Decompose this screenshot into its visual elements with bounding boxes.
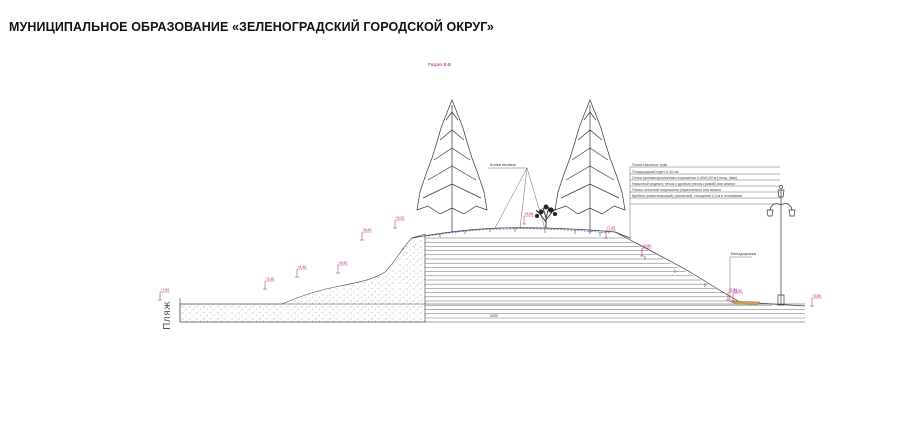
elevation-marker: +7,50 [158, 288, 170, 301]
elevation-marker: +5,90 [336, 261, 348, 274]
elevation-value: +3,10 [266, 277, 275, 281]
elevation-value: +2,80 [813, 294, 822, 298]
elevation-marker: +8,40 [360, 228, 372, 241]
elevation-value: +1,50 [734, 289, 743, 293]
elevation-value: +7,30 [607, 226, 616, 230]
elevation-marker: +1,50 [731, 289, 743, 302]
elevation-value: +8,40 [363, 228, 372, 232]
spruce-tree-left [416, 99, 488, 232]
elevation-marker: +4,30 [295, 265, 307, 278]
svg-text:Посев газонных трав: Посев газонных трав [632, 163, 667, 167]
path-callout [729, 256, 752, 300]
legend-text: Посев газонных трав Плодородный грунт 5-… [632, 163, 742, 198]
stakes-crest [439, 228, 706, 287]
elevation-marker: +7,30 [604, 226, 616, 239]
beach-ground [179, 233, 426, 323]
right-slope-line [614, 231, 806, 307]
dimension-text: 5000 [490, 314, 498, 318]
dune-body-hatching [425, 237, 805, 314]
stakes-callout-label: Колья ивовые [490, 162, 517, 167]
shrub [534, 204, 558, 228]
beach-label: Пляж [162, 301, 173, 330]
elevation-value: +4,30 [298, 265, 307, 269]
svg-text:Насыпной андезит, песок с дроб: Насыпной андезит, песок с дробью (песок-… [632, 182, 736, 186]
elevation-marker: +9,55 [522, 212, 534, 225]
elevation-marker: +2,80 [726, 288, 738, 301]
svg-text:Плиты откосной георешетки (скр: Плиты откосной георешетки (скрепление) и… [632, 188, 722, 192]
svg-text:Сетка противоэрозионная геореш: Сетка противоэрозионная георешетка 0,40х… [632, 176, 737, 180]
elevation-value: +9,20 [396, 216, 405, 220]
elevation-markers: +7,50 +9,20 +8,40 +9,55 +7,30 +6,80 +5,90 +4,30… [158, 212, 822, 307]
svg-text:Щебень (известняковый) гранитн: Щебень (известняковый) гранитный, толщин… [632, 194, 742, 198]
legend-frame [629, 166, 780, 240]
elevation-value: +9,55 [525, 212, 534, 216]
crest-line [411, 227, 631, 239]
spruce-tree-right [554, 99, 626, 234]
path-callout-label: Велодорожка [731, 251, 757, 256]
street-lamp [766, 185, 796, 306]
geotextile-line [427, 228, 611, 237]
elevation-value: +5,90 [339, 261, 348, 265]
elevation-value: +7,50 [161, 288, 170, 292]
svg-text:Плодородный грунт 5-10 см: Плодородный грунт 5-10 см [632, 170, 679, 174]
elevation-value: +2,80 [729, 288, 738, 292]
elevation-marker: +3,10 [263, 277, 275, 290]
elevation-marker: +6,80 [640, 244, 652, 257]
cycle-path-surface [729, 300, 761, 306]
page-title: МУНИЦИПАЛЬНОЕ ОБРАЗОВАНИЕ «ЗЕЛЕНОГРАДСКИ… [9, 20, 494, 34]
section-label: Разрез В-В [428, 62, 451, 67]
stakes-callout [488, 167, 546, 230]
elevation-value: +6,80 [643, 244, 652, 248]
elevation-marker: +2,80 [810, 294, 822, 307]
elevation-marker: +9,20 [393, 216, 405, 229]
